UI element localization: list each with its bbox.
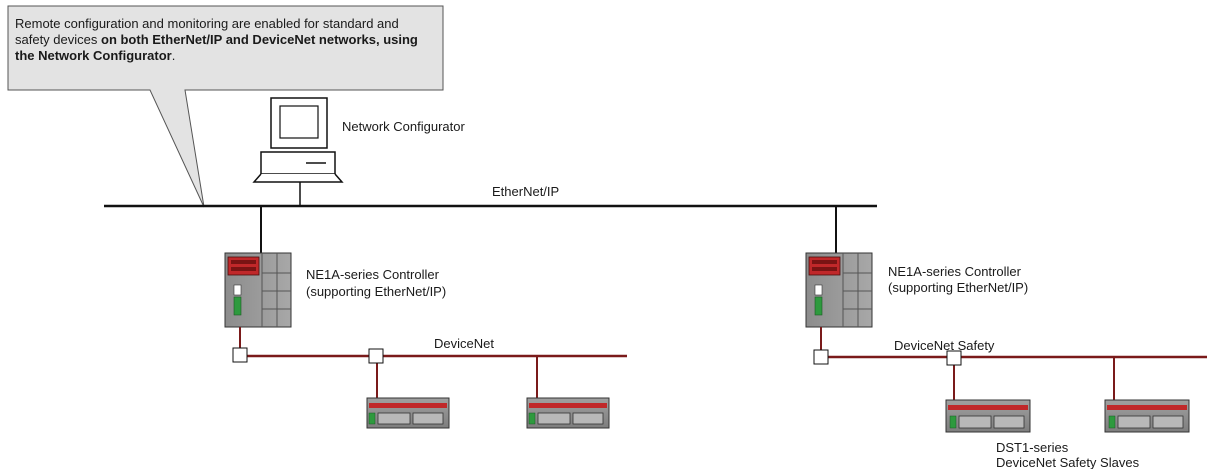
dst1-safety-slave-1 <box>945 399 1031 433</box>
ethernet-ip-label: EtherNet/IP <box>492 184 559 199</box>
controller-left-label-line1: NE1A-series Controller <box>306 267 440 282</box>
controller-right-label-line1: NE1A-series Controller <box>888 264 1022 279</box>
callout-text-part1: Remote configuration and monitoring are … <box>15 16 399 47</box>
computer-icon <box>252 97 344 206</box>
callout-text-part2: . <box>171 48 176 63</box>
callout-text: Remote configuration and monitoring are … <box>15 16 435 64</box>
devicenet-label: DeviceNet <box>434 336 494 351</box>
dst1-safety-slave-2 <box>1104 399 1190 433</box>
callout-text-bold: on both EtherNet/IP and DeviceNet networ… <box>15 32 418 63</box>
ne1a-controller-left <box>224 252 292 328</box>
callout-balloon <box>7 5 444 208</box>
ne1a-controller-right <box>805 252 873 328</box>
network-configurator-label: Network Configurator <box>342 119 465 134</box>
slave-device-2 <box>526 397 610 429</box>
devicenet-safety-label: DeviceNet Safety <box>894 338 995 353</box>
slaves-label-line2: DeviceNet Safety Slaves <box>996 455 1140 469</box>
devicenet-safety-network <box>813 327 1207 402</box>
slave-device-1 <box>366 397 450 429</box>
devicenet-network <box>232 327 627 400</box>
slaves-label-line1: DST1-series <box>996 440 1069 455</box>
controller-right-label-line2: (supporting EtherNet/IP) <box>888 280 1028 295</box>
controller-left-label-line2: (supporting EtherNet/IP) <box>306 284 446 299</box>
